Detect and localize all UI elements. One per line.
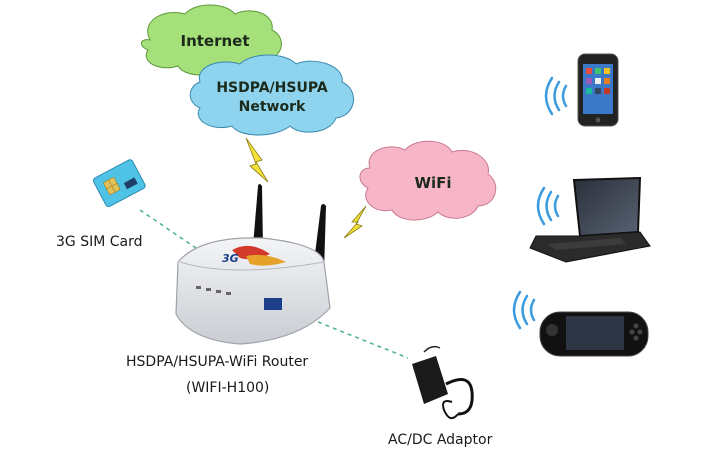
smartphone-icon [577,53,619,127]
wireless-signal-icon [536,186,560,226]
svg-text:3G: 3G [222,252,239,265]
wireless-signal-icon [544,76,568,116]
wireless-signal-icon [512,290,536,330]
router-label-line1: HSDPA/HSUPA-WiFi Router [126,354,309,370]
wifi-label: WiFi [414,174,452,192]
wifi-cloud [359,140,497,221]
handheld-console-icon [539,311,649,357]
network-label-line1: HSDPA/HSUPA [216,80,328,96]
sim-card-label: 3G SIM Card [56,234,143,250]
lightning-icon [245,137,269,183]
antenna-icon [253,184,263,248]
internet-label: Internet [180,32,250,50]
router-label-line2: (WIFI-H100) [186,380,270,396]
laptop-icon [529,176,651,263]
sim-card-icon [92,159,146,208]
lightning-icon [343,205,367,239]
ac-dc-adaptor-icon [412,345,474,420]
dashed-connector [139,209,409,359]
adaptor-label: AC/DC Adaptor [388,432,493,448]
router-icon: 3G [175,237,331,345]
hsdpa-network-cloud [189,54,354,136]
network-label-line2: Network [238,99,306,115]
